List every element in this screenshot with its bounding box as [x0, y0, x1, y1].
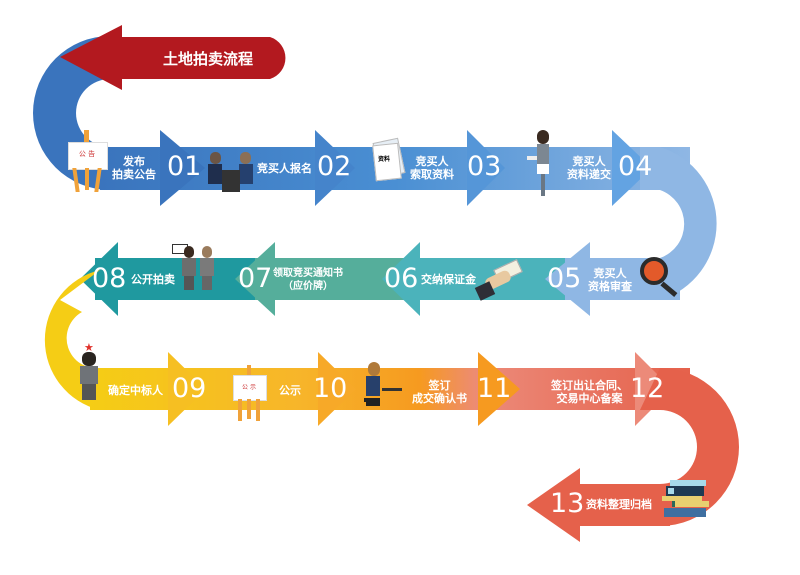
- archive-books-icon: [662, 480, 709, 520]
- step-10-label: 公示: [279, 384, 301, 397]
- step-05-number: 05: [547, 263, 582, 294]
- easel-notice-text: 公 告: [78, 150, 96, 158]
- step-03-number: 03: [467, 151, 502, 182]
- step-13-number: 13: [550, 488, 585, 519]
- step-13-label: 资料整理归档: [586, 498, 652, 511]
- step-04-number: 04: [618, 151, 653, 182]
- easel-notice-text: 公 示: [242, 384, 256, 391]
- page-title: 土地拍卖流程: [163, 50, 254, 68]
- step-08-label: 公开拍卖: [131, 273, 175, 286]
- step-02-label: 竞买人报名: [257, 162, 312, 175]
- step-06-number: 06: [384, 263, 419, 294]
- person-at-desk-icon: [362, 362, 402, 414]
- step-06-label: 交纳保证金: [421, 273, 476, 286]
- people-meeting-icon: [206, 150, 256, 195]
- step-11-label: 签订 成交确认书: [412, 379, 467, 405]
- step-07-label: 领取竞买通知书 （应价牌）: [273, 268, 343, 292]
- documents-icon: 资料: [372, 137, 406, 182]
- step-09-number: 09: [172, 373, 207, 404]
- easel-notice-icon: 公 示: [233, 365, 267, 427]
- step-04-label: 竞买人 资料递交: [567, 155, 611, 181]
- step-03-label: 竞买人 索取资料: [410, 155, 454, 181]
- magnifier-icon: [640, 257, 680, 297]
- step-07-number: 07: [238, 263, 273, 294]
- step-09-label: 确定中标人: [108, 384, 163, 397]
- step-08-number: 08: [92, 263, 127, 294]
- bidders-paddle-icon: [172, 244, 222, 294]
- hand-money-icon: [474, 259, 523, 302]
- step-11-number: 11: [477, 373, 512, 404]
- step-10-number: 10: [313, 373, 348, 404]
- step-02-number: 02: [317, 151, 352, 182]
- step-12-number: 12: [630, 373, 665, 404]
- person-handing-document-icon: [527, 130, 553, 200]
- step-01-number: 01: [167, 151, 202, 182]
- easel-notice-icon: 公 告: [68, 130, 108, 200]
- step-05-label: 竞买人 资格审查: [588, 267, 632, 293]
- step-12-label: 签订出让合同、 交易中心备案: [551, 379, 628, 405]
- step-01-label: 发布 拍卖公告: [112, 155, 156, 181]
- winner-person-icon: ★: [75, 342, 103, 402]
